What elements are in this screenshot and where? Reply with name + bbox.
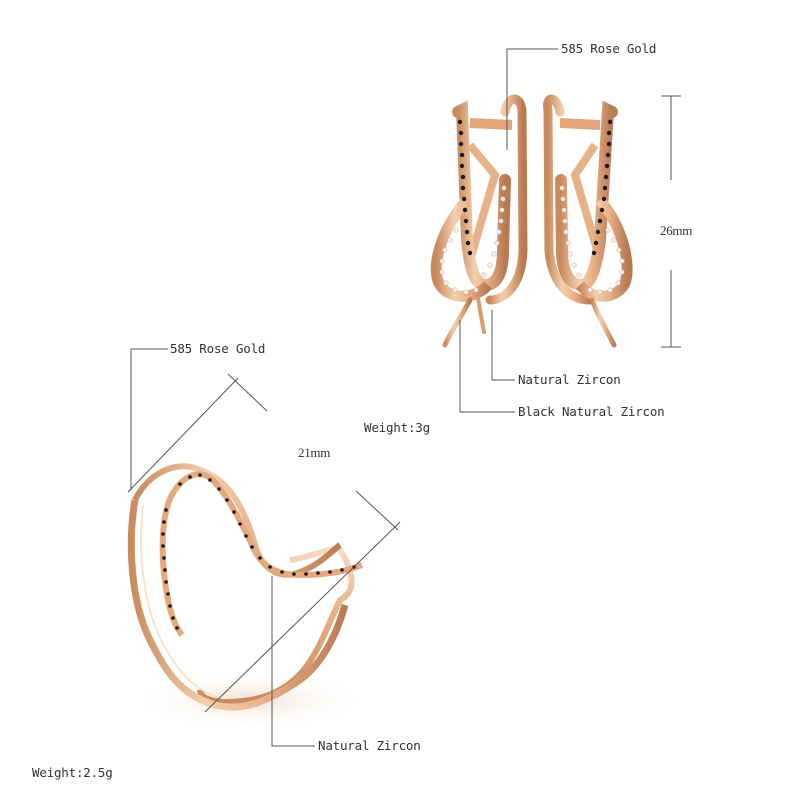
ring-material-label: 585 Rose Gold [170, 341, 266, 356]
ring [127, 463, 370, 730]
earring-weight-label: Weight:3g [364, 420, 430, 435]
ring-stone-label: Natural Zircon [318, 738, 421, 753]
ring-width-label: 21mm [298, 445, 331, 460]
callout-lines [127, 48, 681, 747]
ring-weight-label: Weight:2.5g [32, 765, 113, 780]
earring-height-label: 26mm [660, 223, 693, 238]
earring-stone-label: Natural Zircon [518, 372, 621, 387]
earring-material-label: 585 Rose Gold [561, 41, 657, 56]
left-earring [430, 94, 528, 348]
earring-black-stone-label: Black Natural Zircon [518, 404, 665, 419]
right-earring [543, 94, 633, 348]
